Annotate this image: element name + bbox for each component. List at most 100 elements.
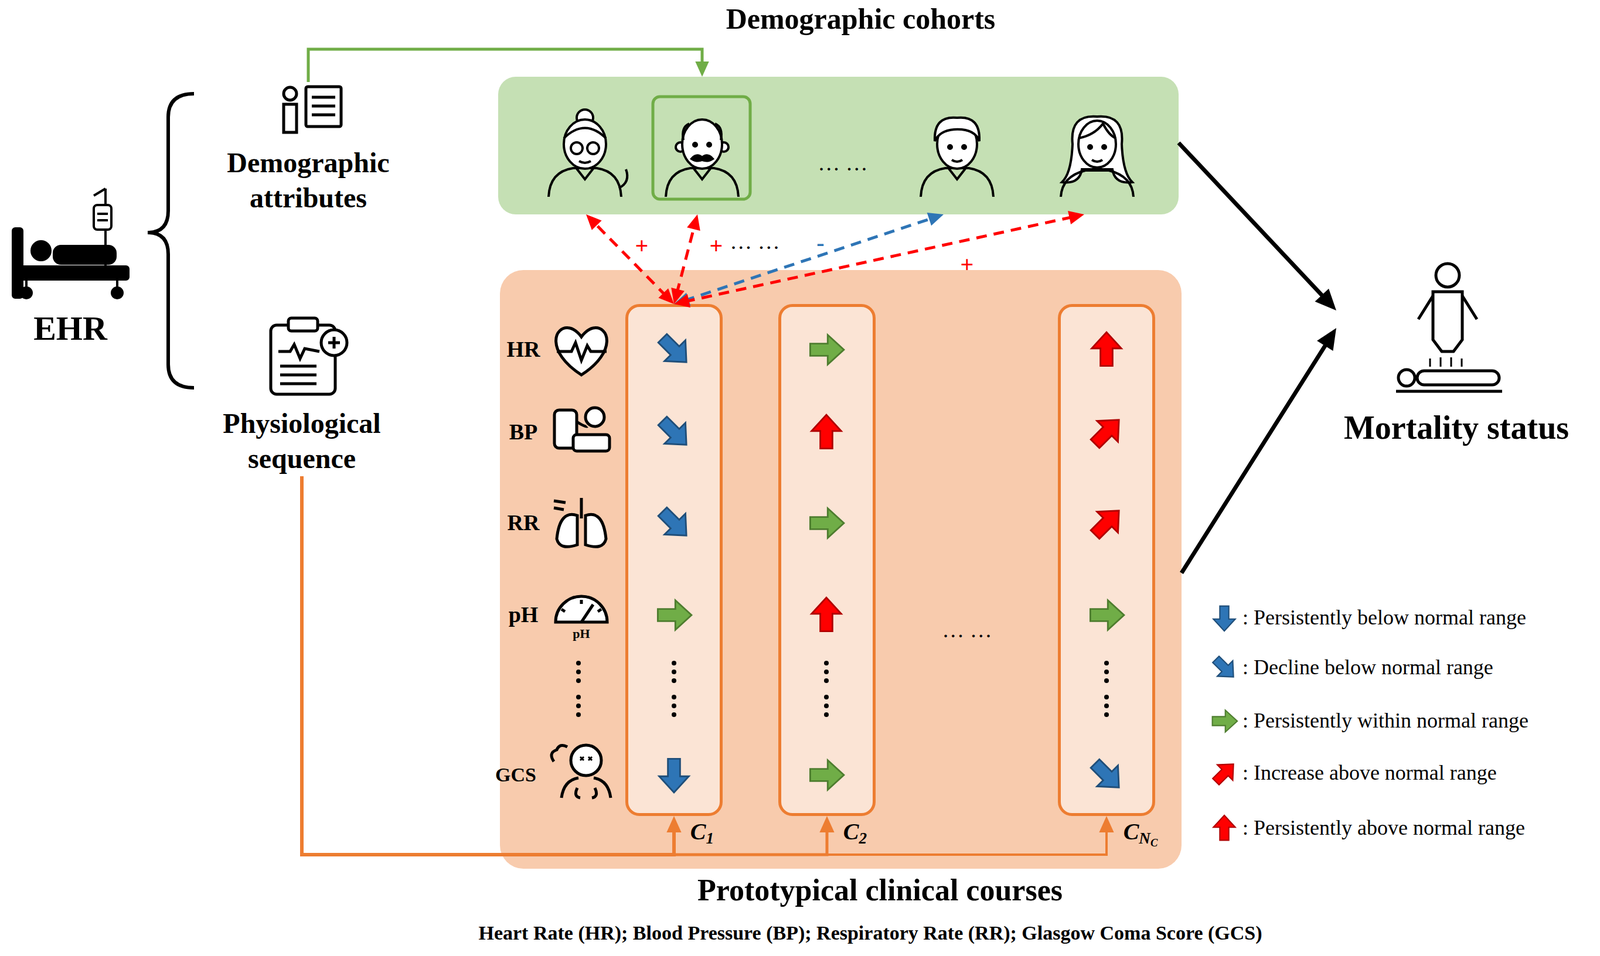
trend-arrows — [809, 335, 844, 366]
mortality-icon — [1430, 357, 1462, 367]
vertical-dots — [1104, 695, 1109, 700]
trend-arrows — [652, 410, 697, 456]
node-text: Mortality status — [1336, 407, 1577, 449]
trend-arrows — [652, 501, 697, 547]
vertical-dots — [824, 712, 829, 718]
trend-arrows — [1084, 409, 1130, 455]
vertical-dots — [576, 695, 581, 700]
vertical-dots — [671, 661, 677, 666]
trend-arrows — [809, 760, 844, 791]
elderly-woman-icon — [548, 168, 622, 197]
trend-arrows — [652, 328, 697, 373]
young-woman-icon — [1088, 145, 1092, 149]
elderly-woman-icon — [579, 161, 591, 163]
mortality-icon — [1435, 263, 1460, 288]
legend-text: : Decline below normal range — [1242, 656, 1494, 680]
mortality-icon — [1417, 370, 1500, 386]
arrowhead — [1067, 210, 1085, 225]
node-heading: CNC — [1123, 819, 1159, 850]
connector — [673, 210, 1085, 308]
connector — [301, 476, 835, 856]
young-man-icon — [920, 117, 994, 197]
trend-arrows — [652, 328, 1130, 799]
connector — [1181, 328, 1337, 574]
trend-arrows — [1090, 600, 1125, 631]
elderly-man-icon — [665, 168, 739, 197]
elderly-man-icon — [682, 123, 722, 141]
gcs-icon — [551, 745, 611, 799]
demographic-icon — [283, 86, 342, 133]
text-label: … … — [817, 151, 868, 176]
heart-icon — [556, 342, 607, 361]
heart-icon — [556, 328, 608, 376]
young-man-icon — [951, 160, 963, 162]
text-label: GCS — [495, 764, 537, 786]
connector — [673, 212, 944, 306]
arrowhead — [1316, 328, 1337, 352]
connector-line — [301, 476, 674, 856]
lungs-icon — [553, 498, 607, 547]
bp-icon — [554, 407, 610, 452]
trend-arrows — [657, 600, 692, 631]
node-text: EHR — [5, 307, 135, 351]
trend-arrows — [811, 414, 842, 449]
vertical-dots — [576, 661, 1109, 718]
ph-gauge-icon — [555, 596, 608, 623]
vertical-dots — [576, 703, 581, 709]
connector — [671, 214, 700, 305]
connector — [1178, 143, 1337, 311]
course-column: C2 — [778, 304, 876, 817]
vertical-dots — [1104, 712, 1109, 718]
clipboard-icon — [280, 366, 317, 384]
legend-text: : Increase above normal range — [1242, 761, 1497, 786]
node-text: Physiological sequence — [190, 406, 414, 477]
clipboard-icon — [270, 318, 347, 395]
legend-text: : Persistently within normal range — [1242, 709, 1529, 734]
connector-line — [684, 216, 1074, 302]
clipboard-icon — [278, 344, 320, 359]
arrowhead — [673, 294, 691, 308]
text-label: BP — [509, 420, 539, 445]
arrowhead — [658, 288, 674, 305]
legend-samples — [1213, 815, 1235, 842]
vertical-dots — [671, 703, 677, 709]
demographic-icon — [311, 113, 336, 117]
elderly-man-icon — [693, 143, 697, 147]
text-label: pH — [572, 627, 590, 642]
vertical-dots — [1104, 669, 1109, 675]
vertical-dots — [824, 695, 829, 700]
trend-arrows — [1091, 332, 1122, 367]
mortality-icon — [1396, 263, 1503, 392]
vertical-dots — [824, 678, 829, 684]
gcs-icon — [561, 778, 611, 799]
connector-line — [676, 225, 696, 295]
elderly-man-icon — [652, 96, 751, 200]
connector — [301, 476, 1115, 856]
edge-label: + — [709, 233, 724, 260]
text-label: HR — [506, 337, 541, 363]
legend-text: : Persistently above normal range — [1242, 816, 1525, 841]
connector-line — [301, 476, 1107, 856]
bed-icon — [12, 228, 23, 298]
heart-icon — [556, 328, 608, 376]
vertical-dots — [576, 669, 581, 675]
ph-gauge-icon — [555, 596, 608, 623]
edge-label: - — [816, 230, 825, 257]
bed-icon — [21, 287, 32, 299]
trend-arrows — [1084, 500, 1130, 546]
vertical-dots — [1104, 661, 1109, 666]
young-man-icon — [920, 168, 994, 197]
connector — [308, 49, 710, 83]
legend-samples — [1207, 756, 1241, 790]
legend-samples — [1207, 651, 1241, 685]
bp-icon — [585, 407, 605, 427]
elderly-woman-icon — [548, 109, 628, 197]
text-label: … … — [729, 229, 781, 255]
vertical-dots — [576, 678, 581, 684]
mortality-icon — [1398, 369, 1415, 387]
vertical-dots — [576, 661, 581, 666]
vertical-dots — [824, 669, 829, 675]
